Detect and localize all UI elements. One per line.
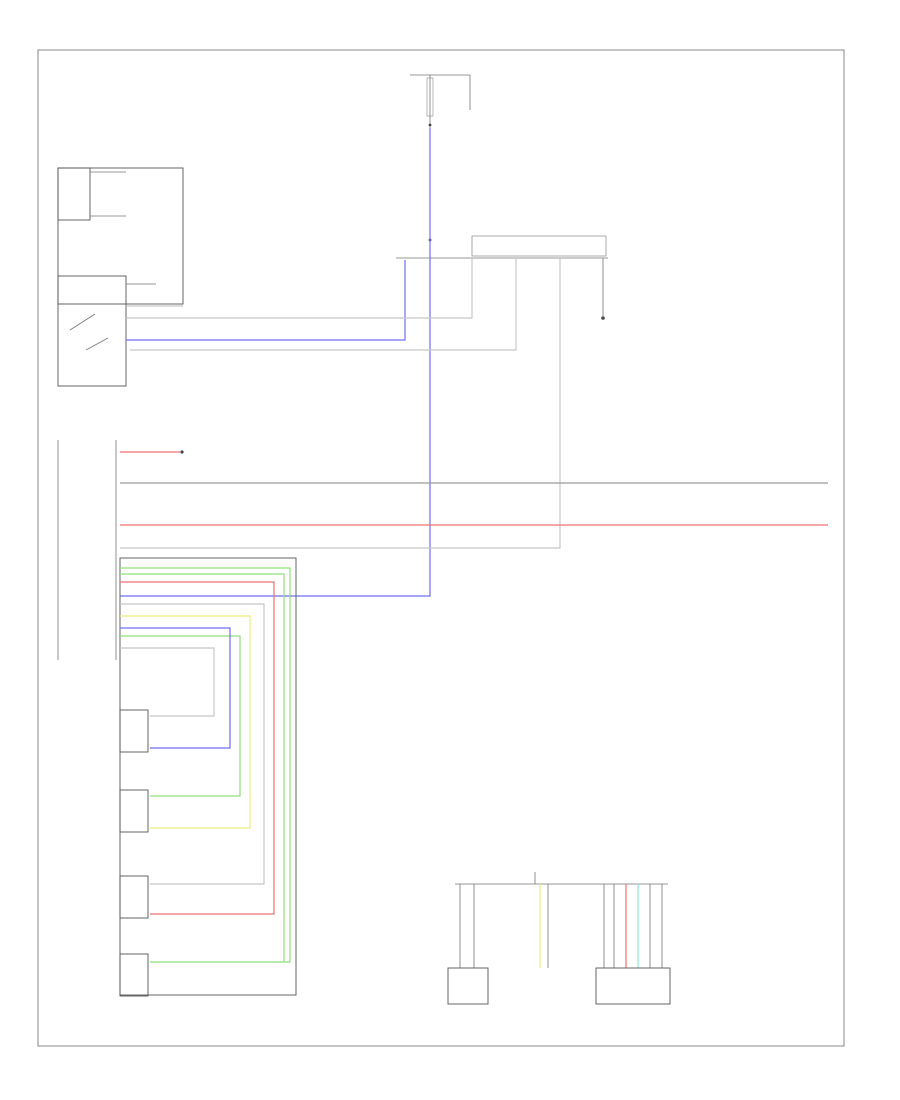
wire-blue-switch bbox=[126, 260, 406, 341]
wire-blue-bundle bbox=[120, 627, 231, 749]
wire-green-outer bbox=[120, 567, 291, 963]
switch-block-2 bbox=[119, 789, 149, 833]
wire-green-2 bbox=[120, 573, 285, 962]
wire-gray-1 bbox=[126, 258, 473, 319]
wire-yellow-bundle bbox=[120, 615, 251, 829]
motor-connector-top bbox=[396, 235, 608, 320]
switch-module-lower bbox=[57, 275, 156, 387]
wire-gray-2 bbox=[130, 258, 517, 351]
fuse-box-top bbox=[410, 74, 471, 242]
wire-blue-main bbox=[120, 128, 431, 597]
harness-bundle-box bbox=[119, 557, 297, 996]
switch-block-3 bbox=[119, 875, 149, 919]
wire-gray-bundle-2 bbox=[120, 647, 215, 717]
switch-block-1 bbox=[119, 709, 149, 753]
diagram-border bbox=[37, 49, 845, 1047]
ground-distribution bbox=[447, 872, 671, 1005]
wire-red-bundle bbox=[120, 581, 275, 915]
switch-block-4 bbox=[119, 953, 149, 997]
module-pin-column bbox=[57, 440, 117, 660]
wire-gray-bundle-1 bbox=[120, 603, 265, 885]
wire-green-bundle bbox=[120, 635, 241, 797]
wire-gray-3 bbox=[120, 258, 561, 549]
switch-module-upper bbox=[57, 167, 184, 305]
